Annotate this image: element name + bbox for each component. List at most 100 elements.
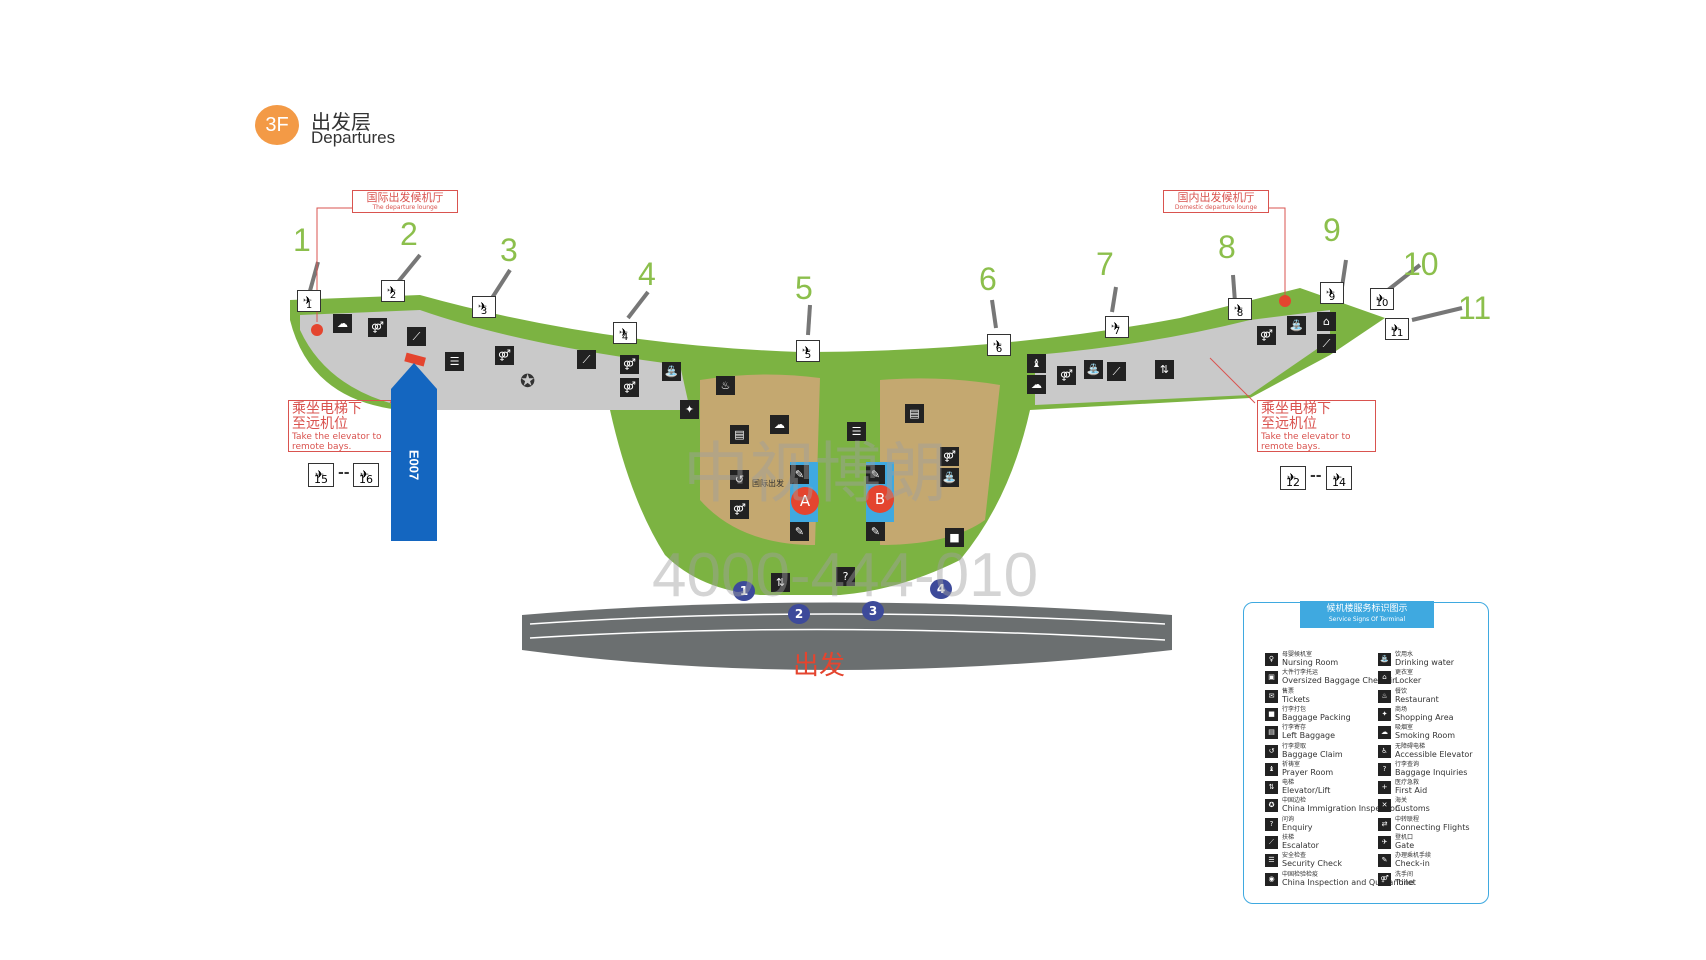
legend-item-en: Customs <box>1395 804 1430 814</box>
prayer-room-icon: ♝ <box>1027 354 1046 373</box>
ad-panel-e007[interactable]: E007 <box>391 363 437 541</box>
legend-item-cn: 行李查询 <box>1395 760 1420 768</box>
gate-sign-1: 1 <box>297 286 321 316</box>
left-baggage-icon: ▤ <box>1265 726 1278 740</box>
entrance-2: 2 <box>788 604 810 624</box>
remote-bay-15: 15 <box>308 459 334 491</box>
toilet-icon: ⚤ <box>495 346 514 365</box>
legend-item-en: China Immigration Inspection <box>1282 804 1401 814</box>
gate-sign-9: 9 <box>1320 278 1344 308</box>
elevator-icon: ⇅ <box>1155 360 1174 379</box>
gate-number-3: 3 <box>500 232 518 268</box>
restaurant-icon: ♨ <box>1378 689 1391 703</box>
legend-item-cn: 祈祷室 <box>1282 760 1301 768</box>
tickets-icon: ✉ <box>1265 689 1278 703</box>
intl-lounge-callout: 国际出发候机厅 The departure lounge <box>352 190 458 213</box>
legend-item-en: Connecting Flights <box>1395 822 1470 832</box>
gate-sign-6: 6 <box>987 330 1011 360</box>
remote-bay-12: 12 <box>1280 462 1306 494</box>
toilet-icon: ⚤ <box>940 447 959 466</box>
legend-item-cn: 洗手间 <box>1395 870 1414 878</box>
drinking-water-icon: ⛲ <box>940 468 959 487</box>
smoking-room-icon: ☁ <box>770 415 789 434</box>
checkin-icon-b: ✎ <box>866 465 885 484</box>
legend-item-en: Toilet <box>1395 877 1416 887</box>
left-baggage-icon: ▤ <box>905 404 924 423</box>
drinking-water-icon: ⛲ <box>1287 316 1306 335</box>
legend-item-cn: 饮用水 <box>1395 651 1414 658</box>
checkin-icon-a: ✎ <box>790 465 809 484</box>
smoking-room-icon: ☁ <box>1378 726 1391 740</box>
elevator-note-left: 乘坐电梯下 至远机位 Take the elevator to remote b… <box>288 400 398 452</box>
drinking-water-icon: ⛲ <box>1084 360 1103 379</box>
legend-item-en: Restaurant <box>1395 694 1439 704</box>
legend-item-cn: 问询 <box>1282 815 1295 823</box>
restaurant-icon: ♨ <box>716 376 735 395</box>
legend-item-cn: 大件行李托运 <box>1282 669 1319 677</box>
escalator-icon: ⟋ <box>1265 836 1278 849</box>
legend-item-en: Accessible Elevator <box>1395 749 1473 759</box>
floor-title-cn: 出发层 <box>311 110 371 134</box>
legend-item-cn: 登机口 <box>1395 834 1414 841</box>
baggage-packing-icon: ■ <box>1265 707 1278 721</box>
departure-road <box>522 602 1172 670</box>
legend-item-cn: 扶梯 <box>1282 834 1295 841</box>
departure-road-label: 出发 <box>793 651 846 681</box>
legend-item-cn: 电梯 <box>1282 779 1295 787</box>
baggage-claim-icon: ↺ <box>730 470 749 489</box>
connecting-flights-icon: ⇄ <box>1378 817 1391 831</box>
legend-item-cn: 母婴候机室 <box>1282 651 1313 658</box>
gate-number-8: 8 <box>1218 229 1236 265</box>
enquiry-icon: ? <box>1265 817 1278 831</box>
baggage-claim-icon: ↺ <box>1265 744 1278 758</box>
floor-badge: 3F <box>255 105 299 145</box>
oversized-baggage-icon: ▣ <box>1265 671 1278 685</box>
legend-header: 候机楼服务标识图示 Service Signs Of Terminal <box>1300 601 1434 628</box>
elevator-icon: ⇅ <box>771 573 790 592</box>
legend-item-cn: 行李寄存 <box>1282 724 1307 732</box>
legend-item-en: Elevator/Lift <box>1282 786 1331 796</box>
gate-number-5: 5 <box>795 270 813 306</box>
legend-item-cn: 中国检验检疫 <box>1282 870 1319 878</box>
security-check-icon: ☰ <box>847 422 866 441</box>
legend-item-cn: 医疗急救 <box>1395 779 1420 787</box>
entrance-4: 4 <box>930 579 952 599</box>
toilet-icon: ⚤ <box>1057 366 1076 385</box>
legend-item-en: Nursing Room <box>1282 658 1339 667</box>
customs-icon: ✕ <box>1378 799 1391 813</box>
legend-item-en: Smoking Room <box>1395 731 1456 741</box>
drinking-water-icon: ⛲ <box>662 362 681 381</box>
legend-item-en: Shopping Area <box>1395 712 1454 722</box>
escalator-icon: ⟋ <box>1107 362 1126 381</box>
prayer-room-icon: ♝ <box>1265 762 1278 776</box>
first-aid-icon: + <box>1378 781 1391 795</box>
toilet-icon: ⚤ <box>368 318 387 337</box>
gate-number-4: 4 <box>638 256 656 292</box>
immigration-icon: ✪ <box>519 371 536 392</box>
legend-item-cn: 行李提取 <box>1282 742 1307 750</box>
toilet-icon: ⚤ <box>1257 326 1276 345</box>
security-check-icon: ☰ <box>1265 854 1278 868</box>
intl-lounge-marker <box>311 324 323 336</box>
checkin-icon-a2: ✎ <box>790 522 809 541</box>
legend-item-en: Gate <box>1395 841 1415 850</box>
locker-icon: ⌂ <box>1317 312 1336 331</box>
remote-bay-14: 14 <box>1326 462 1352 494</box>
gate-sign-10: 10 <box>1370 284 1394 314</box>
legend-item-en: First Aid <box>1395 786 1428 796</box>
legend-item-en: Prayer Room <box>1282 767 1334 777</box>
nursing-room-icon: ♀ <box>1265 653 1278 666</box>
entrance-3: 3 <box>862 601 884 621</box>
